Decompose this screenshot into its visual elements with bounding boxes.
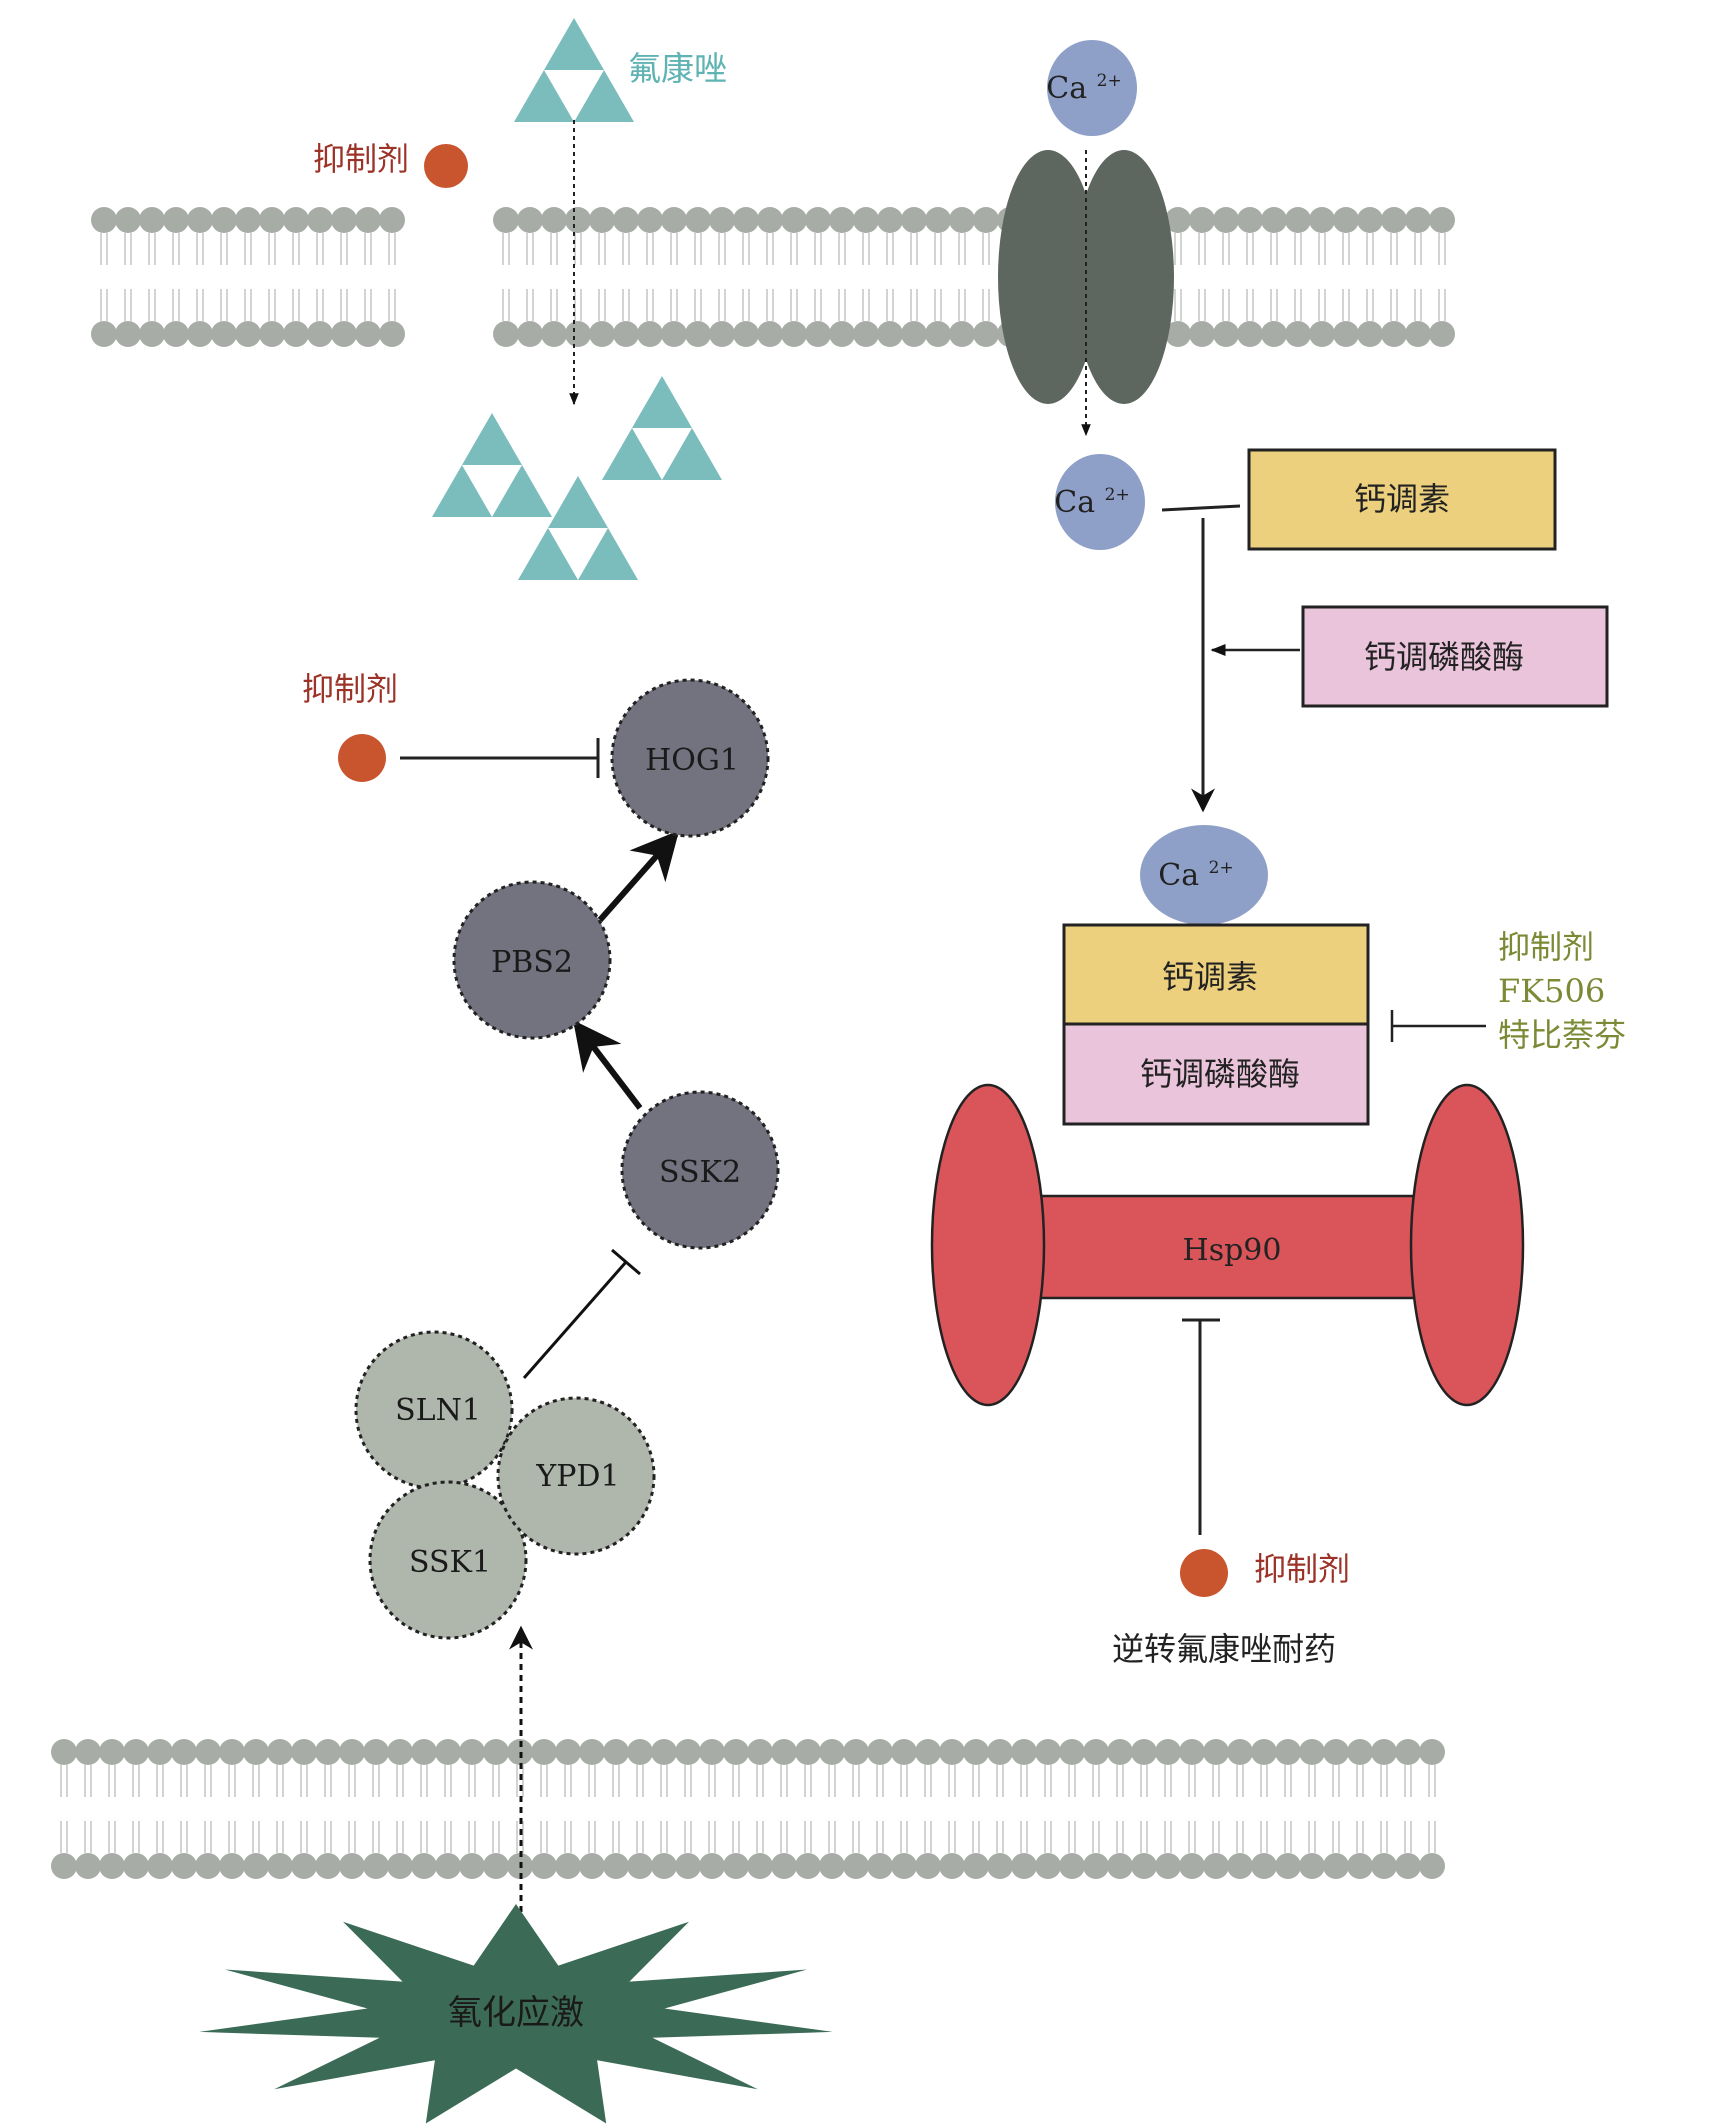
svg-text:Ca 2+: Ca 2+ — [1054, 485, 1129, 520]
calcium-charge-inside: 2+ — [1105, 485, 1130, 505]
oxidative-stress-star: 氧化应激 — [199, 1904, 833, 2124]
complex-calcineurin-box: 钙调磷酸酶 — [1062, 1022, 1370, 1126]
sln1-label: SLN1 — [395, 1393, 481, 1428]
inhibitor-label-hog1: 抑制剂 — [302, 670, 398, 708]
inhibitor-dot-hog1 — [338, 734, 386, 782]
calmodulin-box: 钙调素 — [1247, 448, 1557, 551]
ssk2-to-pbs2-arrow — [573, 1020, 643, 1110]
svg-text:Ca 2+: Ca 2+ — [1046, 71, 1121, 106]
inhibitor-dot-hsp90 — [1180, 1549, 1228, 1597]
calcineurin-inhibition-bar — [1390, 1010, 1486, 1042]
hsp90-inhibition-bar — [1182, 1318, 1220, 1535]
sln1-node: SLN1 — [354, 1330, 514, 1490]
calcium-symbol-complex: Ca — [1158, 858, 1199, 893]
pbs2-label: PBS2 — [491, 945, 573, 980]
reverse-resistance-label: 逆转氟康唑耐药 — [1112, 1630, 1336, 1668]
calcium-ion-outside: Ca 2+ — [1046, 40, 1137, 136]
calmodulin-label: 钙调素 — [1354, 480, 1450, 518]
calcium-calmodulin-link — [1161, 504, 1241, 512]
sln1-to-ssk2-bar — [522, 1248, 641, 1379]
calcium-symbol: Ca — [1046, 71, 1087, 106]
complex-calmodulin-box: 钙调素 — [1062, 923, 1370, 1026]
calcium-ion-inside: Ca 2+ — [1054, 454, 1145, 550]
ssk2-node: SSK2 — [620, 1090, 780, 1250]
svg-text:Ca 2+: Ca 2+ — [1158, 858, 1233, 893]
oxidative-stress-label: 氧化应激 — [448, 1993, 584, 2033]
calcium-symbol-inside: Ca — [1054, 485, 1095, 520]
calcium-charge: 2+ — [1097, 71, 1122, 91]
hsp90-label: Hsp90 — [1183, 1233, 1282, 1268]
complex-calcineurin-label: 钙调磷酸酶 — [1140, 1055, 1300, 1093]
inhibitor-label-hsp90: 抑制剂 — [1254, 1550, 1350, 1588]
hsp90-dumbbell: Hsp90 — [930, 1083, 1525, 1407]
fluconazole-label: 氟康唑 — [628, 49, 727, 88]
calcineurin-box: 钙调磷酸酶 — [1301, 605, 1609, 708]
inhibitor-list-title: 抑制剂 — [1498, 928, 1594, 966]
hog1-label: HOG1 — [645, 743, 739, 778]
ssk1-node: SSK1 — [368, 1480, 528, 1640]
ssk1-label: SSK1 — [409, 1545, 491, 1580]
calcineurin-label: 钙调磷酸酶 — [1364, 638, 1524, 676]
membrane-top-right — [493, 207, 1455, 347]
calcium-channel — [998, 150, 1174, 404]
ssk2-label: SSK2 — [659, 1155, 741, 1190]
calcium-charge-complex: 2+ — [1209, 858, 1234, 878]
complex-calmodulin-label: 钙调素 — [1162, 958, 1258, 996]
ypd1-label: YPD1 — [535, 1459, 619, 1494]
inhibitor-label-top: 抑制剂 — [313, 140, 409, 178]
pbs2-to-hog1-arrow — [597, 830, 680, 922]
ypd1-node: YPD1 — [496, 1396, 656, 1556]
inhibitor-fk506: FK506 — [1498, 972, 1605, 1010]
hog1-inhibition-bar — [400, 738, 600, 778]
inhibitor-terbinafine: 特比萘芬 — [1498, 1016, 1626, 1054]
calcium-ion-complex: Ca 2+ — [1140, 825, 1268, 925]
inhibitor-dot-top — [424, 144, 468, 188]
hog1-node: HOG1 — [610, 678, 770, 838]
fluconazole-molecule — [514, 18, 634, 122]
fluconazole-intracellular-cluster — [432, 376, 722, 580]
membrane-bottom — [51, 1739, 1445, 1879]
membrane-top-left — [91, 207, 405, 347]
pbs2-node: PBS2 — [452, 880, 612, 1040]
